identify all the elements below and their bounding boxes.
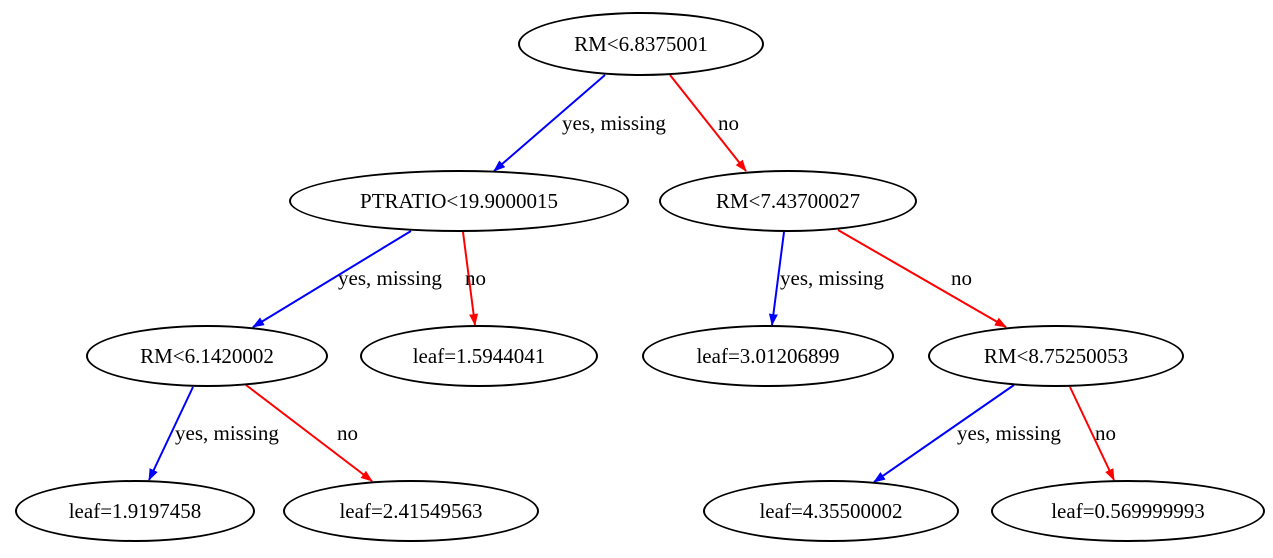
- edge-label-rm614-yes-missing: yes, missing: [175, 421, 279, 445]
- edge-root-to-rm743-no: [669, 74, 747, 172]
- edge-label-root-yes-missing: yes, missing: [562, 111, 666, 135]
- edge-rm743-to-leaf301-yes: [768, 231, 785, 326]
- edge-rm875-to-leaf056-no: [1069, 386, 1115, 481]
- edge-ptratio-to-leaf159-no: [462, 231, 479, 326]
- leaf-node-0-569999993: leaf=0.569999993: [991, 480, 1265, 542]
- edge-rm614-to-leaf241-no: [245, 384, 373, 482]
- leaf-node-1-9197458: leaf=1.9197458: [15, 480, 255, 542]
- edge-label-ptratio-yes-missing: yes, missing: [338, 266, 442, 290]
- edge-label-root-no: no: [718, 111, 739, 135]
- edge-label-rm743-no: no: [951, 266, 972, 290]
- edge-root-to-ptratio-yes: [493, 74, 606, 172]
- edge-label-rm875-yes-missing: yes, missing: [957, 421, 1061, 445]
- edge-rm614-to-leaf191-yes: [148, 386, 194, 481]
- split-node-rm-7-43700027: RM<7.43700027: [659, 170, 917, 232]
- edge-rm875-to-leaf435-yes: [873, 384, 1015, 483]
- split-node-rm-6-8375001: RM<6.8375001: [518, 12, 764, 76]
- leaf-node-1-5944041: leaf=1.5944041: [360, 325, 598, 387]
- edge-rm743-to-rm875-no: [837, 229, 1007, 328]
- edge-label-rm743-yes-missing: yes, missing: [780, 266, 884, 290]
- leaf-node-4-35500002: leaf=4.35500002: [703, 480, 959, 542]
- split-node-ptratio-19-9: PTRATIO<19.9000015: [289, 170, 629, 232]
- edge-label-ptratio-no: no: [465, 266, 486, 290]
- edge-label-rm875-no: no: [1095, 421, 1116, 445]
- split-node-rm-8-75250053: RM<8.75250053: [928, 325, 1184, 387]
- edge-label-rm614-no: no: [337, 421, 358, 445]
- leaf-node-2-41549563: leaf=2.41549563: [283, 480, 539, 542]
- leaf-node-3-01206899: leaf=3.01206899: [642, 325, 894, 387]
- split-node-rm-6-1420002: RM<6.1420002: [86, 325, 328, 387]
- edge-ptratio-to-rm614-yes: [252, 230, 412, 328]
